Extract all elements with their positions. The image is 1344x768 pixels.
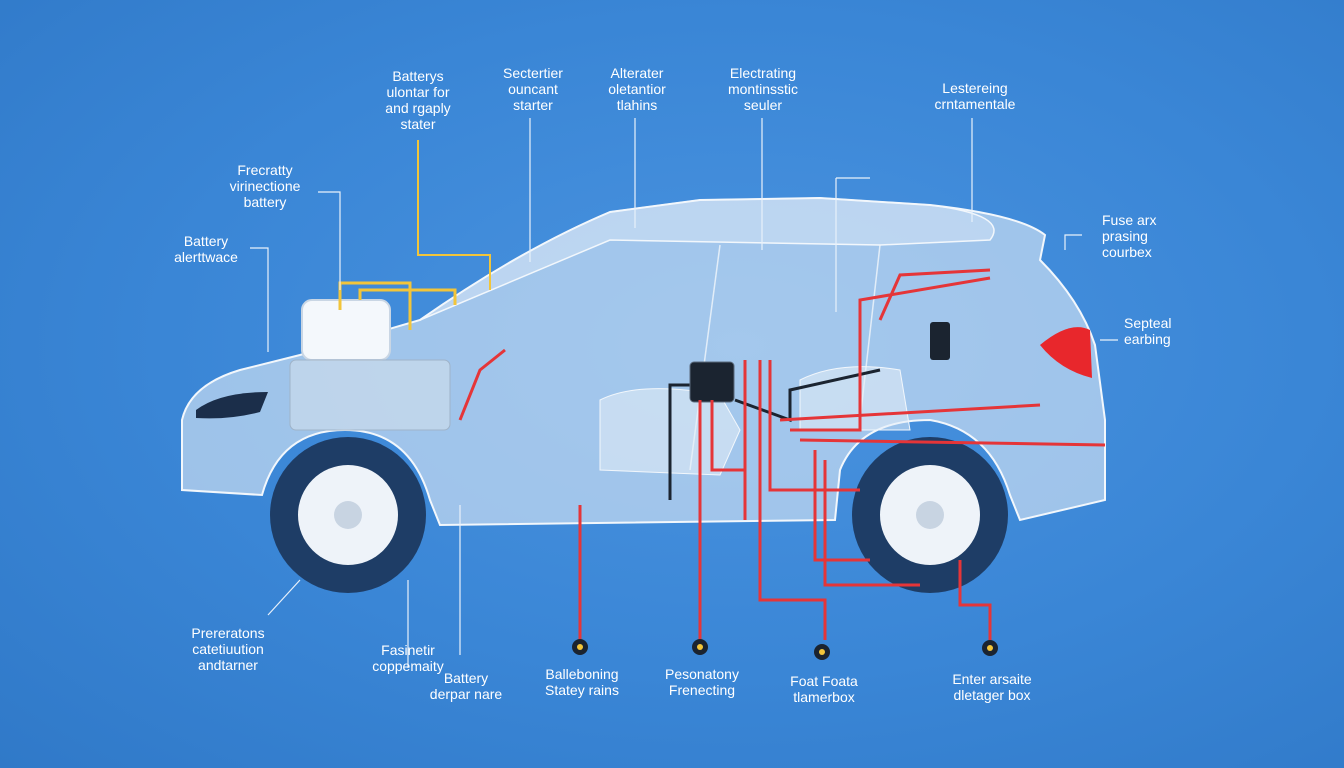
yellow-wire — [417, 140, 491, 290]
connector — [692, 639, 708, 655]
dark-wire — [734, 368, 881, 423]
relay-module — [930, 322, 950, 360]
yellow-wire — [338, 281, 412, 330]
red-wiring — [458, 268, 1106, 640]
battery-unit — [301, 299, 391, 361]
connector — [814, 644, 830, 660]
headlight — [196, 392, 268, 419]
tail-light — [1040, 327, 1092, 378]
window-outline — [419, 197, 995, 321]
front-wheel — [270, 437, 426, 593]
engine-block — [289, 359, 451, 431]
leader-lines — [250, 118, 1118, 668]
rear-wheel — [852, 437, 1008, 593]
yellow-wire — [358, 288, 457, 305]
control-module — [689, 361, 735, 403]
connector — [572, 639, 588, 655]
connector — [982, 640, 998, 656]
